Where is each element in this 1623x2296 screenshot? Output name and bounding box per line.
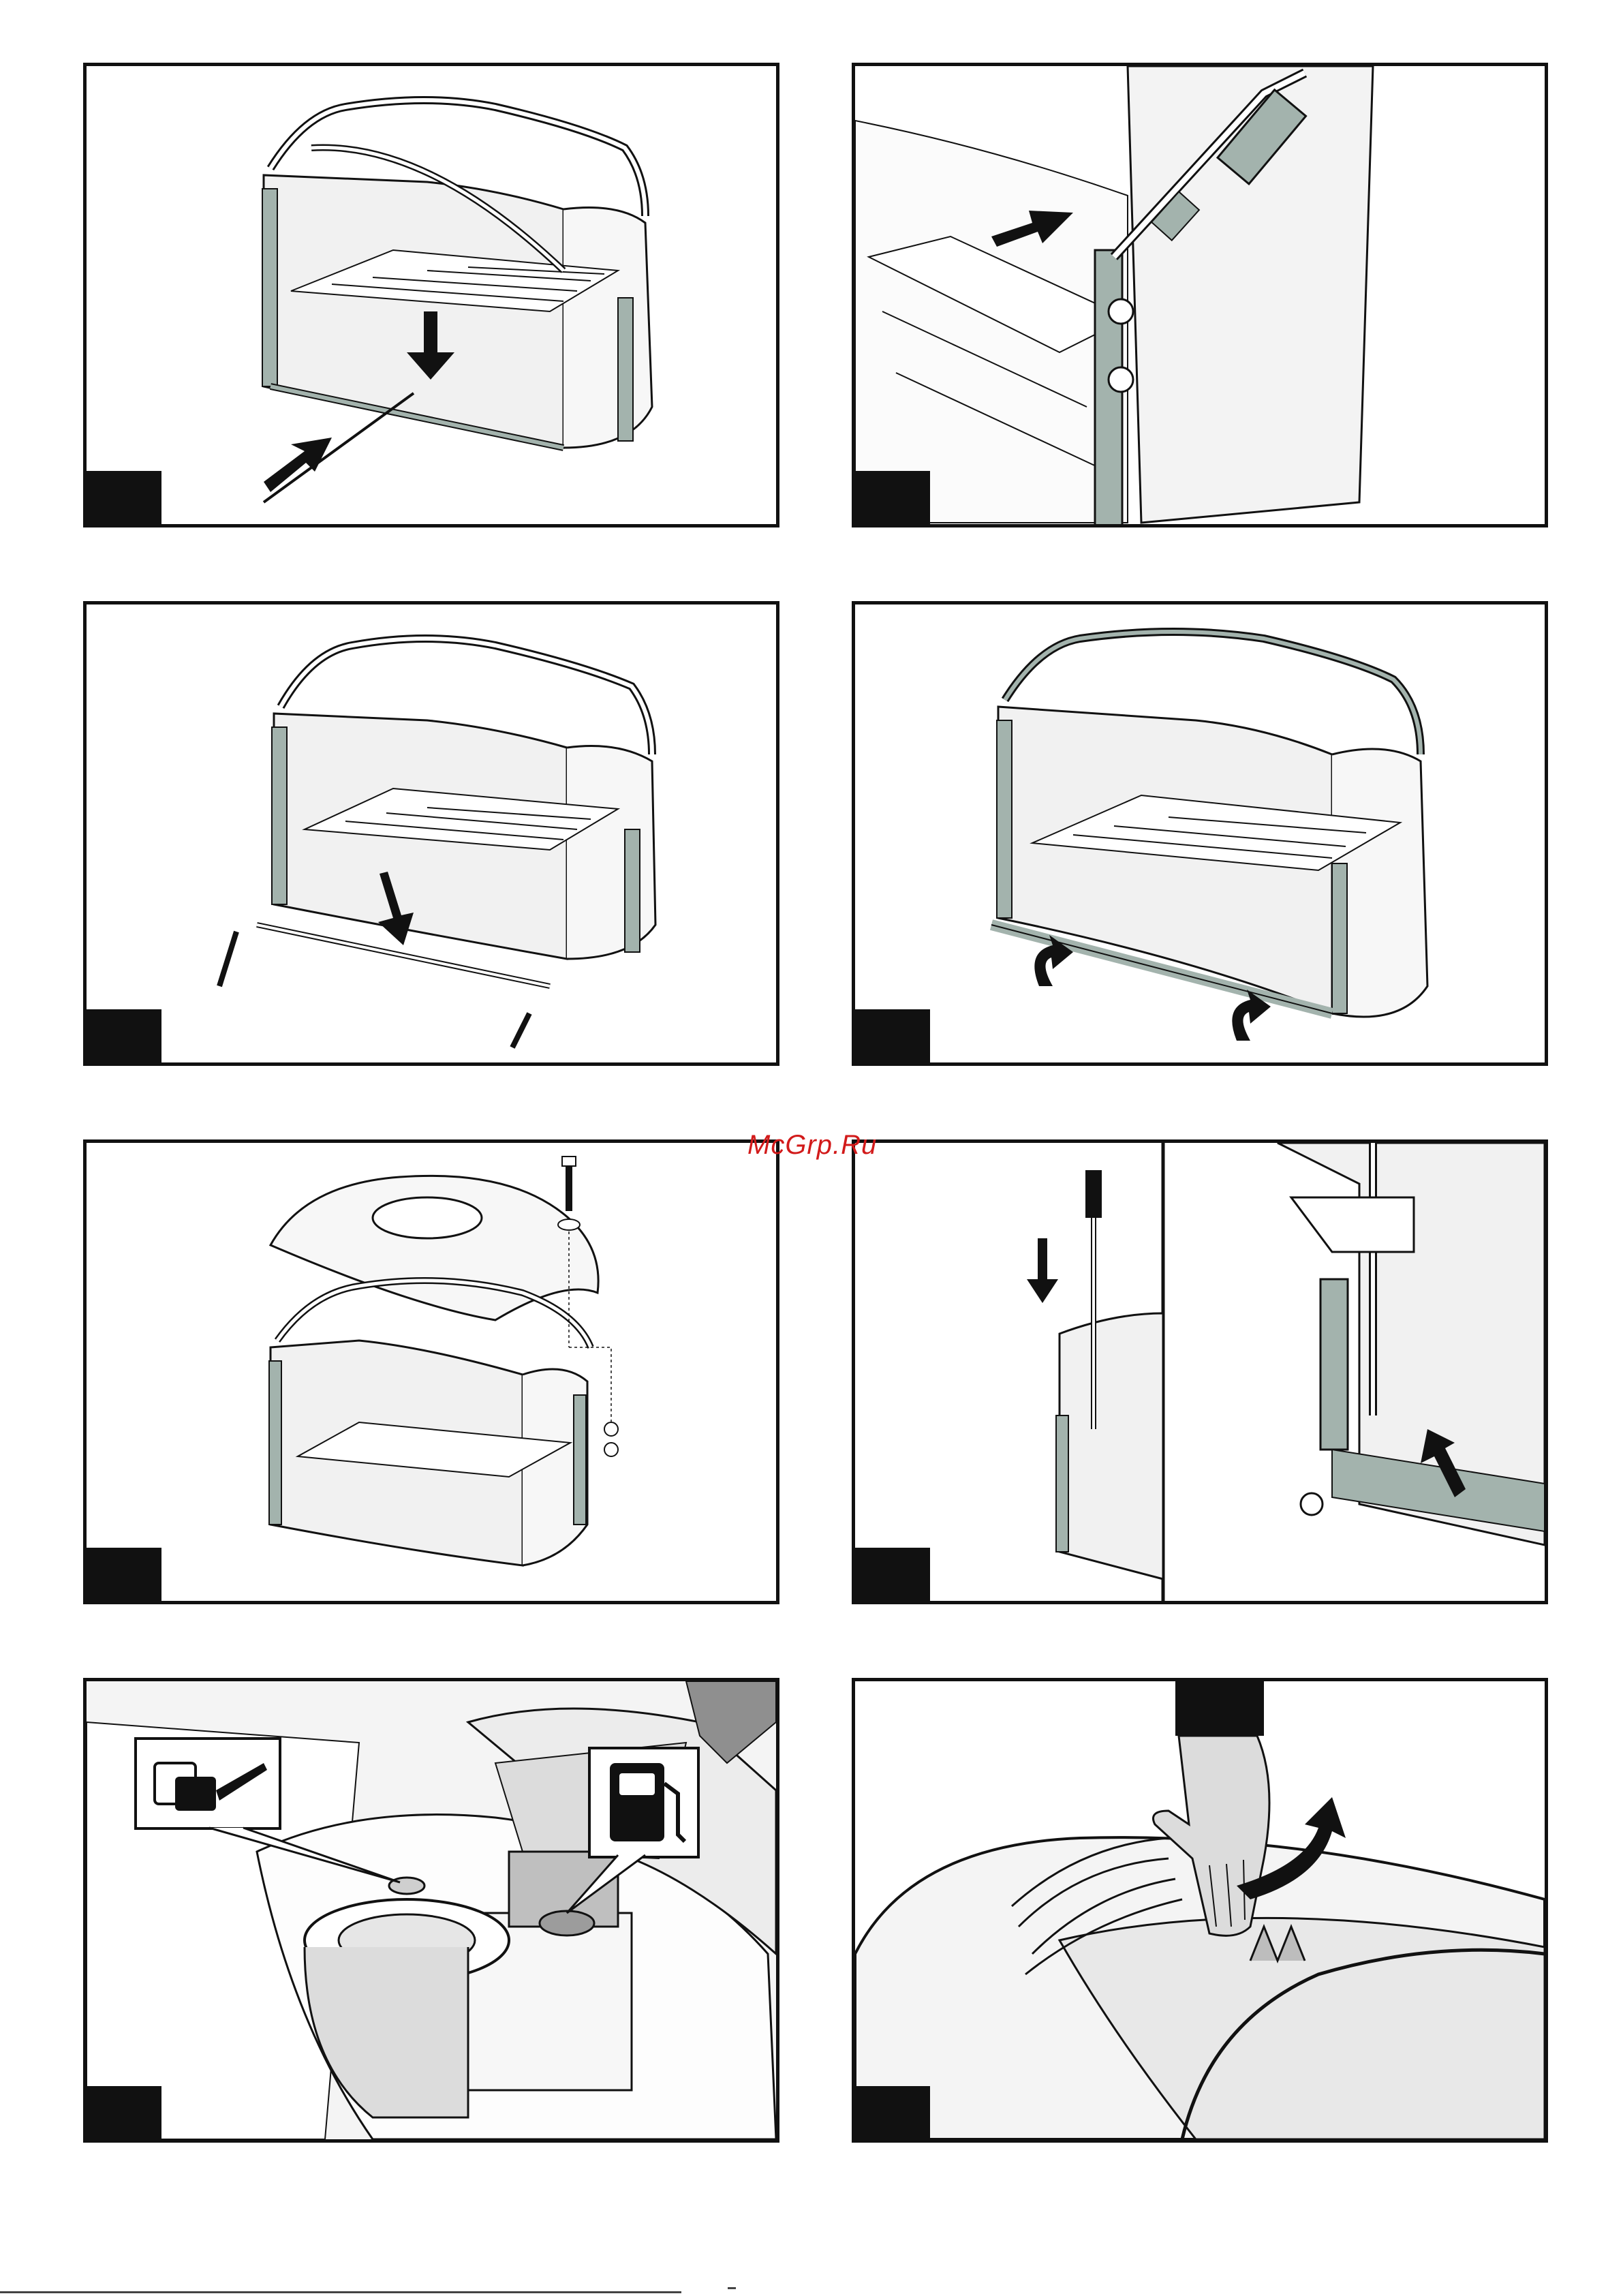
step-number-tab (87, 1548, 161, 1601)
panel-6 (852, 1139, 1548, 1604)
fabric-hem-illustration (855, 604, 1545, 1062)
frame-screws-illustration (87, 604, 776, 1062)
panel-3 (83, 601, 779, 1066)
frame-clip-illustration (855, 66, 1545, 524)
handle-insert-illustration (855, 1143, 1545, 1601)
step-number-tab (855, 1009, 930, 1062)
step-number-tab (855, 471, 930, 524)
panel-8 (852, 1678, 1548, 2143)
step-number-tab (87, 2086, 161, 2139)
watermark-text: McGrp.Ru (747, 1130, 877, 1161)
frame-rod-illustration (87, 66, 776, 524)
panel-7 (83, 1678, 779, 2143)
cover-mount-illustration (87, 1143, 776, 1601)
panel-2 (852, 63, 1548, 527)
step-number-tab (855, 1548, 930, 1601)
panel-1 (83, 63, 779, 527)
step-number-tab (87, 471, 161, 524)
panel-4 (852, 601, 1548, 1066)
step-number-tab (87, 1009, 161, 1062)
footer-mark (728, 2287, 736, 2289)
panel-5 (83, 1139, 779, 1604)
rear-flap-lift-illustration (855, 1681, 1545, 2139)
step-number-tab (855, 2086, 930, 2139)
footer-rule (0, 2291, 681, 2293)
oil-fuel-illustration (87, 1681, 776, 2139)
